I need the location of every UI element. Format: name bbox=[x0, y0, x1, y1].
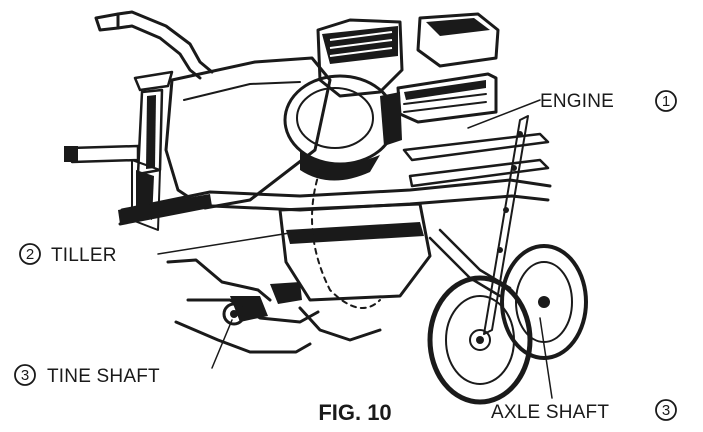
tiller-leader-line bbox=[157, 231, 297, 255]
tine-shaft-callout-number: 3 bbox=[21, 367, 29, 384]
engine-leader-line bbox=[467, 99, 541, 129]
tiller-label-text: TILLER bbox=[51, 245, 117, 266]
engine-callout-circle bbox=[655, 90, 677, 112]
tine-shaft-label: 3 TINE SHAFT bbox=[14, 364, 160, 387]
axle-shaft-callout-circle bbox=[655, 399, 677, 421]
front-wheel bbox=[427, 275, 533, 405]
tiller-label: 2 TILLER bbox=[19, 243, 117, 266]
tine-housing bbox=[278, 169, 432, 309]
engine-label: ENGINE 1 bbox=[540, 90, 677, 112]
axle-shaft-leader-line bbox=[539, 317, 553, 399]
engine-callout-number: 1 bbox=[662, 93, 670, 110]
tine-shaft-label-text: TINE SHAFT bbox=[47, 366, 160, 387]
handlebar bbox=[94, 10, 214, 80]
figure-caption: FIG. 10 bbox=[318, 400, 391, 425]
engine-block bbox=[316, 12, 500, 146]
axle-shaft-callout-number: 3 bbox=[662, 402, 670, 419]
engine-label-text: ENGINE bbox=[540, 91, 614, 112]
tine-shaft-callout-circle bbox=[14, 364, 36, 386]
axle-shaft-label-text: AXLE SHAFT bbox=[491, 402, 609, 423]
tiller-callout-number: 2 bbox=[26, 246, 34, 263]
tiller-callout-circle bbox=[19, 243, 41, 265]
tines bbox=[166, 258, 382, 354]
tine-shaft-leader-line bbox=[211, 319, 233, 369]
fender bbox=[164, 56, 397, 210]
axle-shaft-label: AXLE SHAFT 3 bbox=[491, 399, 677, 423]
tine-shaft-hub bbox=[222, 302, 246, 326]
